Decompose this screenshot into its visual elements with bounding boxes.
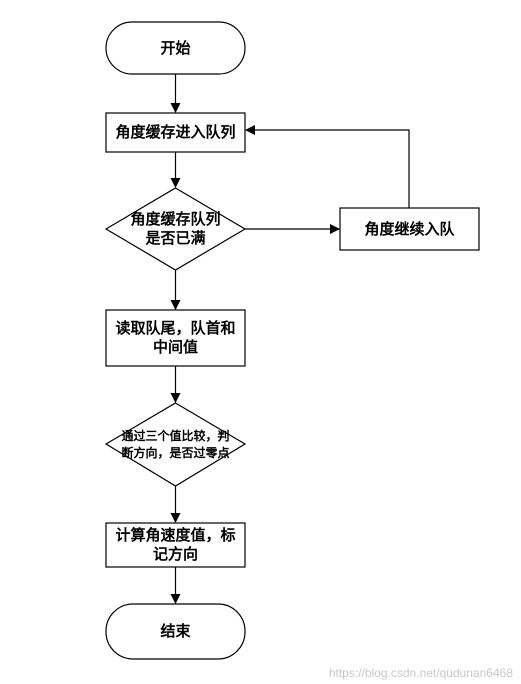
enqueue-process-box bbox=[105, 112, 246, 153]
compute-box bbox=[105, 522, 246, 568]
arrow-loop-back-to-enqueue bbox=[245, 125, 410, 208]
end-label: 结束 bbox=[160, 622, 191, 641]
start-label: 开始 bbox=[160, 38, 191, 57]
compute-label: 计算角速度值，标 记方向 bbox=[115, 526, 236, 563]
enqueue-label: 角度缓存进入队列 bbox=[115, 123, 236, 142]
read-values-label: 读取队尾，队首和 中间值 bbox=[115, 319, 236, 356]
continue-enqueue-box bbox=[339, 207, 480, 251]
compare-label: 通过三个值比较，判 断方向，是否过零点 bbox=[121, 429, 230, 460]
read-values-box bbox=[105, 309, 246, 367]
end-terminator bbox=[105, 603, 246, 660]
watermark-text: https://blog.csdn.net/qudunan6468 bbox=[328, 666, 513, 680]
continue-enqueue-label: 角度继续入队 bbox=[364, 219, 455, 238]
queue-full-label: 角度缓存队列 是否已满 bbox=[130, 210, 221, 247]
